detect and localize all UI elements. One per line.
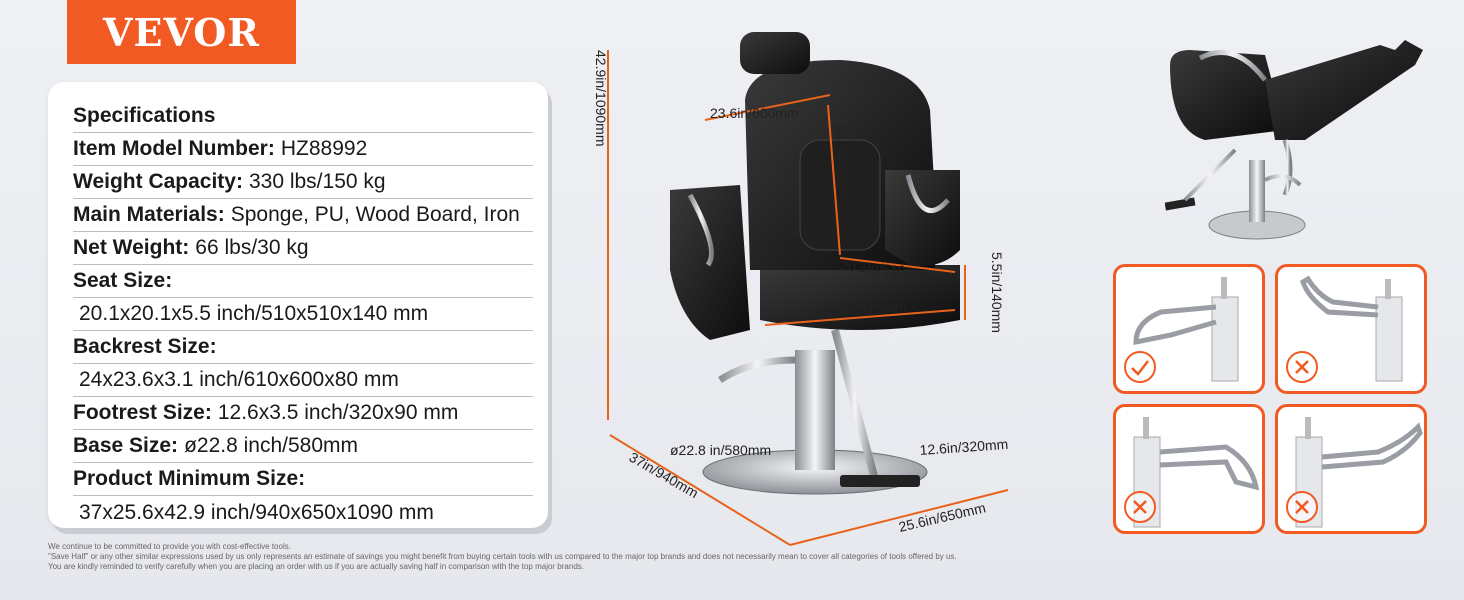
hydraulic-pump [795, 350, 835, 470]
width-line [789, 489, 1009, 546]
disclaimer-text: We continue to be committed to provide y… [48, 542, 1148, 572]
seat-thickness-label: 5.5in/140mm [989, 252, 1005, 333]
depth-line [609, 434, 791, 546]
spec-key: Specifications [73, 104, 216, 127]
thumbnail-handle-wrong [1275, 264, 1427, 394]
footrest-label: 12.6in/320mm [919, 436, 1009, 458]
footrest-bar [831, 328, 879, 482]
spec-key: Net Weight: [73, 236, 190, 259]
spec-value: 20.1x20.1x5.5 inch/510x510x140 mm [79, 302, 429, 325]
spec-row: Main Materials:Sponge, PU, Wood Board, I… [73, 199, 533, 232]
spec-row: 37x25.6x42.9 inch/940x650x1090 mm [73, 496, 533, 529]
spec-value: HZ88992 [280, 137, 368, 160]
spec-key: Item Model Number: [73, 137, 275, 160]
spec-row: Backrest Size: [73, 331, 533, 364]
disclaimer-line: "Save Half" or any other similar express… [48, 552, 957, 561]
width-label: 25.6in/650mm [897, 499, 987, 535]
spec-row: Item Model Number:HZ88992 [73, 133, 533, 166]
check-icon [1124, 351, 1156, 383]
disclaimer-line: We continue to be committed to provide y… [48, 542, 291, 551]
disclaimer-line: You are kindly reminded to verify carefu… [48, 562, 584, 571]
spec-value: ø22.8 inch/580mm [184, 434, 358, 457]
pump-pedal [718, 356, 796, 383]
spec-row: 24x23.6x3.1 inch/610x600x80 mm [73, 364, 533, 397]
spec-key: Seat Size: [73, 269, 173, 292]
spec-key: Backrest Size: [73, 335, 217, 358]
spec-row: Seat Size: [73, 265, 533, 298]
armrest-handle-right [905, 174, 950, 214]
spec-row: Specifications [73, 100, 533, 133]
chair-dimension-illustration: 42.9in/1090mm 23.6in/600mm 24in/610mm 20… [593, 32, 1009, 546]
spec-key: Base Size: [73, 434, 179, 457]
seat-width-label: 20.1in/510mm [817, 299, 907, 321]
armrest-handle-left [687, 193, 714, 267]
back-width-label: 23.6in/600mm [710, 105, 799, 121]
spec-key: Footrest Size: [73, 401, 212, 424]
chair-headrest [740, 32, 810, 74]
spec-row: Weight Capacity:330 lbs/150 kg [73, 166, 533, 199]
back-height-label: 24in/610mm [832, 124, 855, 202]
spec-key: Weight Capacity: [73, 170, 243, 193]
spec-value: 37x25.6x42.9 inch/940x650x1090 mm [79, 500, 434, 524]
thumbnail-handle-correct [1113, 264, 1265, 394]
spec-key: Product Minimum Size: [73, 467, 306, 490]
cross-icon [1124, 491, 1156, 523]
base-diameter-label: ø22.8 in/580mm [670, 442, 771, 458]
thumbnail-handle-wrong [1275, 404, 1427, 534]
cross-icon [1286, 491, 1318, 523]
back-width-line [704, 94, 831, 121]
armrest-right [885, 170, 960, 266]
spec-value: 66 lbs/30 kg [195, 236, 309, 259]
spec-row: Footrest Size:12.6x3.5 inch/320x90 mm [73, 397, 533, 430]
cross-icon [1286, 351, 1318, 383]
seat-depth-label: 20.1in/510mm [840, 257, 930, 281]
specifications-card: Specifications Item Model Number:HZ88992… [48, 82, 548, 528]
spec-value: 12.6x3.5 inch/320x90 mm [217, 401, 459, 424]
spec-row: Net Weight:66 lbs/30 kg [73, 232, 533, 265]
back-height-line [827, 104, 841, 256]
spec-value: Sponge, PU, Wood Board, Iron [230, 203, 520, 226]
brand-logo: VEVOR [67, 0, 296, 64]
seat-width-line [764, 309, 956, 326]
footrest-plate [840, 475, 920, 487]
seat-depth-line [839, 257, 956, 273]
spec-key: Main Materials: [73, 203, 225, 226]
spec-row: 20.1x20.1x5.5 inch/510x510x140 mm [73, 298, 533, 331]
height-label: 42.9in/1090mm [593, 50, 609, 147]
spec-value: 24x23.6x3.1 inch/610x600x80 mm [79, 368, 399, 391]
spec-row: Product Minimum Size: [73, 463, 533, 496]
spec-value: 330 lbs/150 kg [248, 170, 386, 193]
reclined-chair-image [1165, 40, 1423, 240]
thumbnail-handle-wrong [1113, 404, 1265, 534]
spec-row: Base Size:ø22.8 inch/580mm [73, 430, 533, 463]
